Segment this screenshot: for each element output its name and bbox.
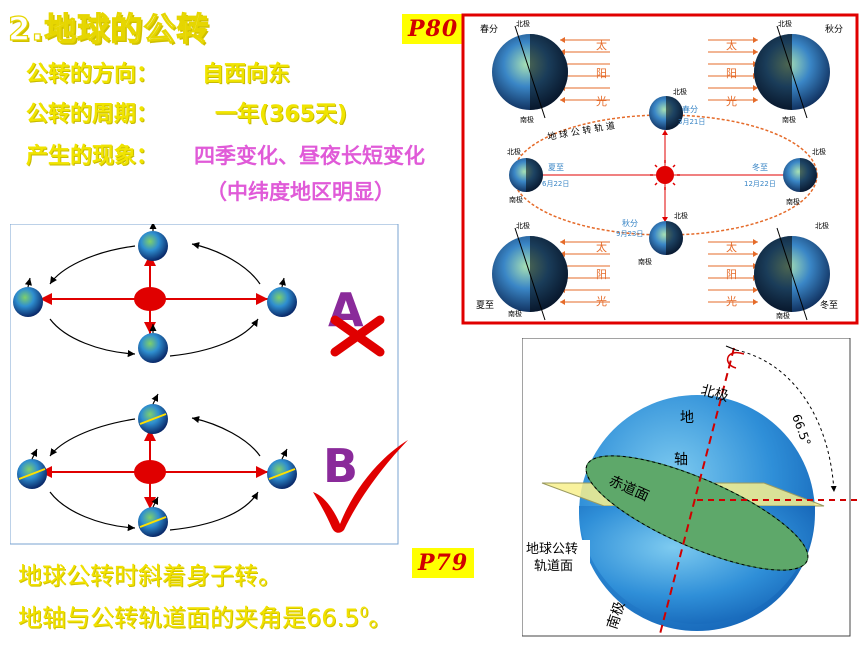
label-autumn-small: 秋分 bbox=[622, 218, 638, 228]
label-north-tl: 北极 bbox=[516, 19, 530, 28]
label-north-br: 北极 bbox=[815, 221, 829, 230]
sun-char-tr-2: 阳 bbox=[726, 67, 737, 80]
phenomenon-value: 四季变化、昼夜长短变化 bbox=[194, 144, 425, 168]
globe-autumn-small bbox=[649, 221, 683, 255]
label-south-autumn-small: 南极 bbox=[638, 257, 652, 266]
label-winter-date: 12月22日 bbox=[744, 180, 776, 188]
globe-summer-small bbox=[509, 158, 543, 192]
sun-char-tl-2: 阳 bbox=[596, 67, 607, 80]
bottom-line-1: 地球公转时斜着身子转。 bbox=[18, 562, 282, 590]
label-north-bl: 北极 bbox=[516, 221, 530, 230]
globe-autumn-large bbox=[754, 25, 830, 119]
label-north-winter-small: 北极 bbox=[812, 147, 826, 156]
label-north-spring-small: 北极 bbox=[673, 87, 687, 96]
label-south-tl: 南极 bbox=[520, 115, 534, 124]
sun-char-tr-1: 太 bbox=[726, 39, 737, 52]
label-spring-date: 3月21日 bbox=[678, 118, 705, 126]
tilt-orbit-plane-text: 地球公转 bbox=[526, 542, 578, 557]
sun-char-tl-1: 太 bbox=[596, 39, 607, 52]
earth-a-bottom bbox=[138, 333, 168, 363]
direction-label: 公转的方向： bbox=[26, 62, 159, 87]
period-label: 公转的周期： bbox=[26, 102, 159, 127]
label-winter-bottom: 冬至 bbox=[820, 299, 838, 311]
axis-tilt-diagram: 66.5° 北极 地 轴 赤道面 南极 地球公转 轨道面 bbox=[522, 338, 857, 637]
label-autumn-top: 秋分 bbox=[825, 23, 843, 35]
tilt-axis-char-2: 轴 bbox=[674, 452, 688, 468]
label-south-summer-small: 南极 bbox=[509, 195, 523, 204]
option-b-diagram bbox=[17, 393, 297, 537]
globe-winter-large bbox=[754, 227, 830, 321]
label-south-winter-small: 南极 bbox=[786, 197, 800, 206]
phenomenon-label: 产生的现象： bbox=[26, 144, 159, 169]
seasons-orbit-diagram: 太 阳 光 太 阳 光 太 阳 光 太 阳 光 地 球 公 转 轨 道 bbox=[461, 13, 859, 325]
sun-b bbox=[134, 460, 166, 484]
page-ref-p79: P79 bbox=[412, 548, 475, 578]
sun-char-br-3: 光 bbox=[726, 294, 737, 308]
label-south-tr: 南极 bbox=[782, 115, 796, 124]
label-north-summer-small: 北极 bbox=[507, 147, 521, 156]
sun-char-tr-3: 光 bbox=[726, 94, 737, 108]
phenomenon-note: （中纬度地区明显） bbox=[206, 180, 395, 204]
label-south-bl: 南极 bbox=[508, 309, 522, 318]
bottom-line-2-degree: 0 bbox=[359, 605, 369, 621]
sun-char-tl-3: 光 bbox=[596, 94, 607, 108]
cross-icon bbox=[330, 315, 385, 357]
earth-axis bbox=[659, 347, 735, 635]
sun-char-bl-1: 太 bbox=[596, 241, 607, 254]
sun-char-bl-3: 光 bbox=[596, 294, 607, 308]
tilt-orbit-plane-label: 地球公转 轨道面 bbox=[526, 542, 582, 574]
period-value: 一年(365天) bbox=[215, 102, 348, 127]
label-spring-small: 春分 bbox=[682, 104, 698, 114]
globe-spring-large bbox=[492, 25, 568, 119]
label-winter-small: 冬至 bbox=[752, 162, 768, 172]
globe-winter-small bbox=[783, 158, 817, 192]
option-a-diagram bbox=[13, 224, 297, 363]
page-title: 2.地球的公转 bbox=[7, 9, 210, 48]
label-summer-bottom: 夏至 bbox=[476, 300, 494, 311]
sun-icon bbox=[650, 160, 680, 190]
options-frame bbox=[10, 224, 399, 545]
label-north-autumn-small: 北极 bbox=[674, 211, 688, 220]
option-b-letter: B bbox=[323, 439, 358, 493]
earth-a-top bbox=[138, 231, 168, 261]
direction-value: 自西向东 bbox=[202, 62, 291, 87]
page-ref-p80: P80 bbox=[402, 14, 465, 44]
label-autumn-date: 9月23日 bbox=[616, 230, 643, 238]
sun-char-br-1: 太 bbox=[726, 241, 737, 254]
orbit-options-diagram: A B bbox=[10, 224, 408, 545]
bottom-line-2: 地轴与公转轨道面的夹角是66.50。 bbox=[18, 598, 392, 633]
label-summer-date: 6月22日 bbox=[542, 180, 569, 188]
label-north-tr: 北极 bbox=[778, 19, 792, 28]
tilt-axis-char-1: 地 bbox=[680, 410, 694, 426]
sun-char-br-2: 阳 bbox=[726, 268, 737, 281]
earth-a-left bbox=[13, 287, 43, 317]
label-summer-small: 夏至 bbox=[548, 163, 564, 172]
earth-a-right bbox=[267, 287, 297, 317]
bottom-line-2-end: 。 bbox=[368, 604, 393, 632]
check-icon bbox=[313, 440, 408, 533]
globe-spring-small bbox=[649, 96, 683, 130]
bottom-line-2-text: 地轴与公转轨道面的夹角是66.5 bbox=[18, 604, 360, 632]
sun-a bbox=[134, 287, 166, 311]
globe-summer-large bbox=[492, 227, 568, 321]
label-spring-top: 春分 bbox=[480, 23, 498, 35]
tilt-north-label: 北极 bbox=[699, 382, 730, 405]
sun-char-bl-2: 阳 bbox=[596, 268, 607, 281]
tilt-orbit-plane-text-2: 轨道面 bbox=[534, 559, 573, 574]
label-south-br: 南极 bbox=[776, 311, 790, 320]
